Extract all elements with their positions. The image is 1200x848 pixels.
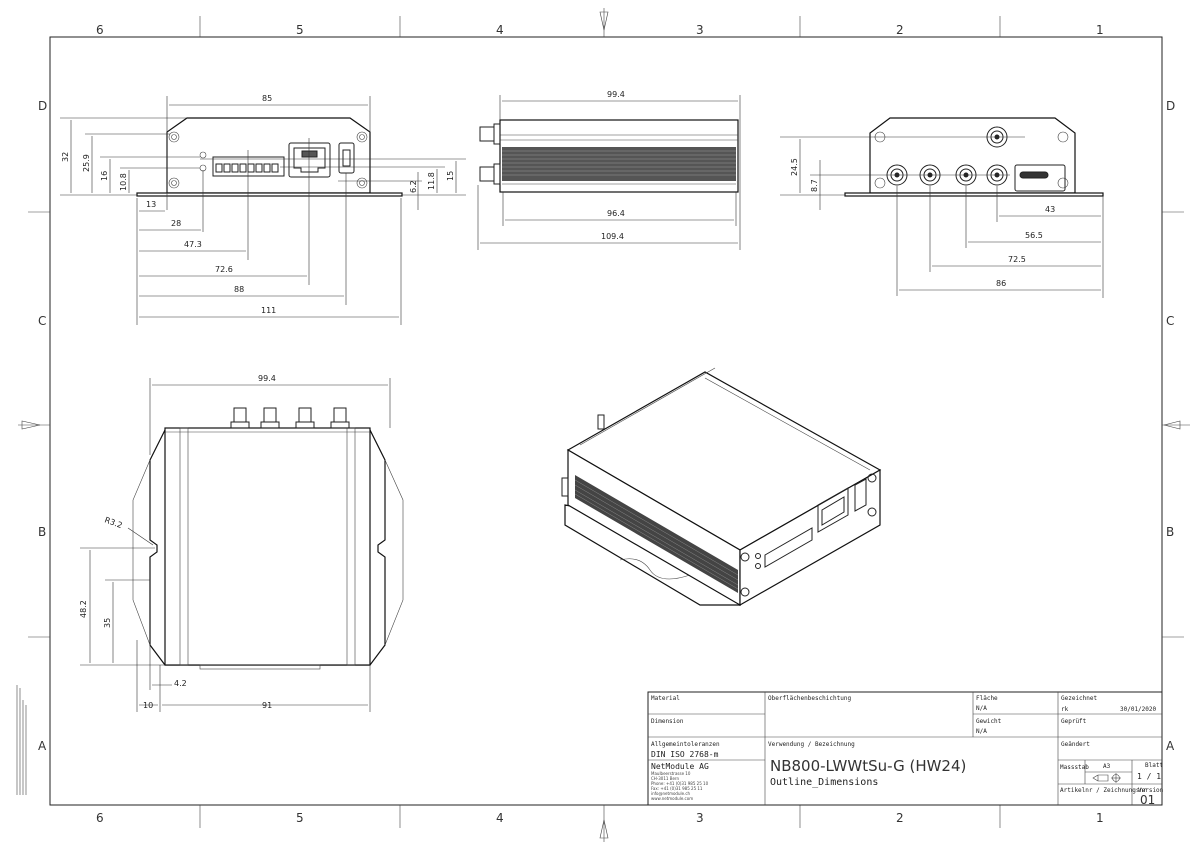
drawn-by: rk (1061, 706, 1069, 713)
dim-offset-72-5: 72.5 (1008, 255, 1026, 264)
tolerance-value: DIN ISO 2768-m (651, 750, 719, 759)
zone-col-3: 3 (696, 23, 704, 37)
version-label: Version (1138, 787, 1164, 794)
isometric-view (561, 367, 882, 607)
dim-height-8-7: 8.7 (810, 179, 819, 192)
zone-row-a: A (38, 739, 47, 753)
dim-offset-28: 28 (171, 219, 181, 228)
weight-value: N/A (976, 728, 987, 735)
bottom-view: 99.4 R3.2 48.2 35 4.2 10 91 (79, 374, 404, 712)
address-line: info@netmodule.ch (651, 791, 691, 796)
dim-height-48-2: 48.2 (79, 600, 88, 618)
zone-row-b-right: B (1166, 525, 1174, 539)
paper-format: A3 (1103, 763, 1111, 770)
zone-row-d-right: D (1166, 99, 1175, 113)
zone-col-2: 2 (896, 23, 904, 37)
dimension-label: Dimension (651, 718, 684, 725)
dim-radius: R3.2 (103, 515, 123, 530)
dim-offset-72-6: 72.6 (215, 265, 233, 274)
zone-col-5: 5 (296, 23, 304, 37)
material-label: Material (651, 695, 680, 702)
zone-col-6-bottom: 6 (96, 811, 104, 825)
copyright-note (16, 685, 27, 795)
zone-labels: 6 5 4 3 2 1 6 5 4 3 2 1 D C B A D C B A (38, 23, 1175, 825)
area-label: Fläche (976, 695, 998, 702)
dim-overall-length: 109.4 (601, 232, 624, 241)
dim-offset-111: 111 (261, 306, 276, 315)
usage-label: Verwendung / Bezeichnung (768, 741, 855, 748)
sheet-value: 1 / 1 (1137, 772, 1161, 781)
dim-offset-43: 43 (1045, 205, 1055, 214)
dim-offset-13: 13 (146, 200, 156, 209)
dim-height-16: 16 (100, 171, 109, 181)
dim-offset-88: 88 (234, 285, 244, 294)
dim-height-25-9: 25.9 (82, 154, 91, 172)
antenna-connectors (479, 123, 501, 185)
dim-height-11-8: 11.8 (427, 172, 436, 190)
drawn-date: 30/01/2020 (1120, 706, 1157, 713)
zone-col-6: 6 (96, 23, 104, 37)
scale-label: Massstab (1060, 764, 1089, 771)
dim-height-6-2: 6.2 (409, 180, 418, 193)
antenna-connectors-bottom (230, 407, 350, 429)
iso-ports (740, 473, 877, 597)
title-block: Material Oberflächenbeschichtung Fläche … (647, 691, 1164, 807)
article-label: Artikelnr / Zeichnungsnr (1060, 787, 1147, 794)
zone-col-2-bottom: 2 (896, 811, 904, 825)
dim-height-35: 35 (103, 618, 112, 628)
zone-row-a-right: A (1166, 739, 1175, 753)
zone-col-5-bottom: 5 (296, 811, 304, 825)
zone-col-4: 4 (496, 23, 504, 37)
dim-inner-length: 96.4 (607, 209, 625, 218)
surface-label: Oberflächenbeschichtung (768, 695, 851, 702)
drawing-frame (18, 8, 1190, 842)
address-line: Fax: +41 (0)31 985 25 11 (651, 786, 703, 791)
back-view: 24.5 8.7 43 56.5 72.5 86 (780, 117, 1104, 298)
zone-row-c: C (38, 314, 46, 328)
tolerance-label: Allgemeintoleranzen (651, 741, 720, 748)
version-value: 01 (1140, 793, 1155, 807)
drawing-title: NB800-LWWtSu-G (HW24) (770, 757, 966, 775)
drawn-label: Gezeichnet (1061, 695, 1098, 702)
dim-length: 99.4 (607, 90, 625, 99)
dim-height-10-8: 10.8 (119, 173, 128, 191)
zone-col-1-bottom: 1 (1096, 811, 1104, 825)
checked-label: Geprüft (1061, 718, 1087, 725)
dim-offset-56-5: 56.5 (1025, 231, 1043, 240)
dim-height-24-5: 24.5 (790, 158, 799, 176)
dim-offset-47-3: 47.3 (184, 240, 202, 249)
mounting-holes (168, 131, 368, 189)
zone-col-1: 1 (1096, 23, 1104, 37)
area-value: N/A (976, 705, 987, 712)
front-view: 85 32 25.9 16 10.8 6.2 11.8 15 13 28 47.… (60, 94, 466, 325)
side-view: 99.4 96.4 109.4 (477, 90, 741, 250)
changed-label: Geändert (1061, 741, 1090, 748)
zone-col-3-bottom: 3 (696, 811, 704, 825)
address-line: www.netmodule.com (651, 796, 693, 801)
company-name: NetModule AG (651, 762, 709, 771)
address-line: CH-3011 Bern (651, 776, 679, 781)
dim-width: 85 (262, 94, 272, 103)
dim-height-15: 15 (446, 171, 455, 181)
zone-row-b: B (38, 525, 46, 539)
dim-height-32: 32 (61, 152, 70, 162)
address-line: Maulbeerstrasse 10 (651, 771, 691, 776)
dim-offset-10: 10 (143, 701, 153, 710)
zone-row-d: D (38, 99, 47, 113)
dim-offset-91: 91 (262, 701, 272, 710)
dim-offset-4-2: 4.2 (174, 679, 187, 688)
projection-symbol-icon (1092, 773, 1121, 783)
drawing-subtitle: Outline_Dimensions (770, 777, 878, 788)
rj45-port (288, 142, 331, 178)
zone-row-c-right: C (1166, 314, 1174, 328)
address-line: Phone: +41 (0)31 985 25 10 (651, 781, 709, 786)
usb-port (338, 142, 355, 174)
dim-length-bottom: 99.4 (258, 374, 276, 383)
usb-c-port (1014, 164, 1066, 192)
weight-label: Gewicht (976, 718, 1002, 725)
zone-col-4-bottom: 4 (496, 811, 504, 825)
dim-offset-86: 86 (996, 279, 1006, 288)
sheet-label: Blatt (1145, 762, 1163, 769)
